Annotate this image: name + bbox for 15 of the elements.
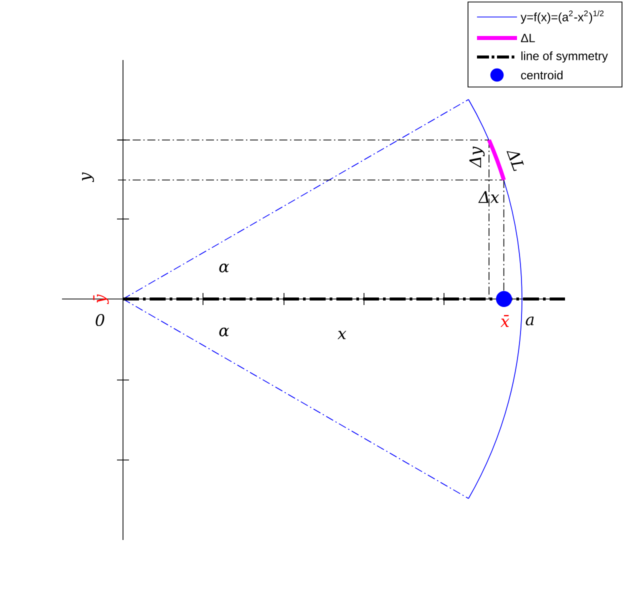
centroid-label: x̄ (500, 315, 510, 327)
legend-text: centroid (521, 70, 563, 80)
axis-label: y (82, 172, 94, 182)
legend-text: y=f(x)=(a$^{2}$-x$^{2}$)$^{1/2}$ (520, 10, 604, 24)
increment-label: ΔL (506, 151, 524, 171)
angle-label: α (219, 328, 230, 336)
centroid-label: ȳ (93, 294, 109, 304)
axis-label: x (338, 330, 346, 340)
legend-text: ΔL (520, 34, 535, 42)
radius-label: a (526, 316, 534, 326)
angle-label: α (219, 264, 230, 272)
origin-label: 0 (96, 314, 104, 326)
legend-text: line of symmetry (521, 51, 608, 63)
increment-label: Δy (469, 146, 485, 168)
increment-label: Δx (478, 191, 500, 203)
